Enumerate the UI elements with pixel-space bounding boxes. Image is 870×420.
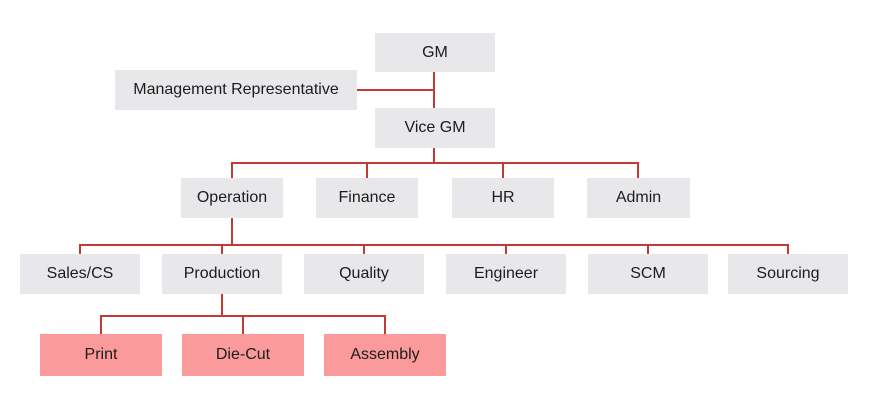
connector-row3-bus — [79, 244, 789, 246]
connector-drop-production — [221, 244, 223, 254]
org-node-operation: Operation — [181, 178, 283, 218]
org-node-admin: Admin — [587, 178, 690, 218]
connector-drop-sourcing — [787, 244, 789, 254]
org-node-engineer: Engineer — [446, 254, 566, 294]
org-node-scm: SCM — [588, 254, 708, 294]
org-node-assembly: Assembly — [324, 334, 446, 376]
org-node-gm: GM — [375, 33, 495, 72]
connector-row2-bus — [231, 162, 639, 164]
connector-drop-scm — [647, 244, 649, 254]
connector-drop-admin — [637, 162, 639, 178]
org-node-sourcing: Sourcing — [728, 254, 848, 294]
org-node-production: Production — [162, 254, 282, 294]
org-node-print: Print — [40, 334, 162, 376]
connector-drop-finance — [366, 162, 368, 178]
org-node-sales-cs: Sales/CS — [20, 254, 140, 294]
connector-drop-operation — [231, 162, 233, 178]
org-node-vice-gm: Vice GM — [375, 108, 495, 148]
connector-operation-riser — [231, 218, 233, 245]
org-node-hr: HR — [452, 178, 554, 218]
connector-drop-quality — [363, 244, 365, 254]
connector-vicegm-riser — [433, 147, 435, 163]
connector-drop-hr — [502, 162, 504, 178]
connector-drop-engineer — [505, 244, 507, 254]
connector-drop-diecut — [242, 315, 244, 334]
org-node-die-cut: Die-Cut — [182, 334, 304, 376]
connector-production-riser — [221, 294, 223, 316]
connector-drop-salescs — [79, 244, 81, 254]
connector-drop-print — [100, 315, 102, 334]
connector-drop-assembly — [384, 315, 386, 334]
connector-mgmtrep-link — [357, 89, 435, 91]
org-node-management-representative: Management Representative — [115, 70, 357, 110]
org-node-finance: Finance — [316, 178, 418, 218]
org-node-quality: Quality — [304, 254, 424, 294]
